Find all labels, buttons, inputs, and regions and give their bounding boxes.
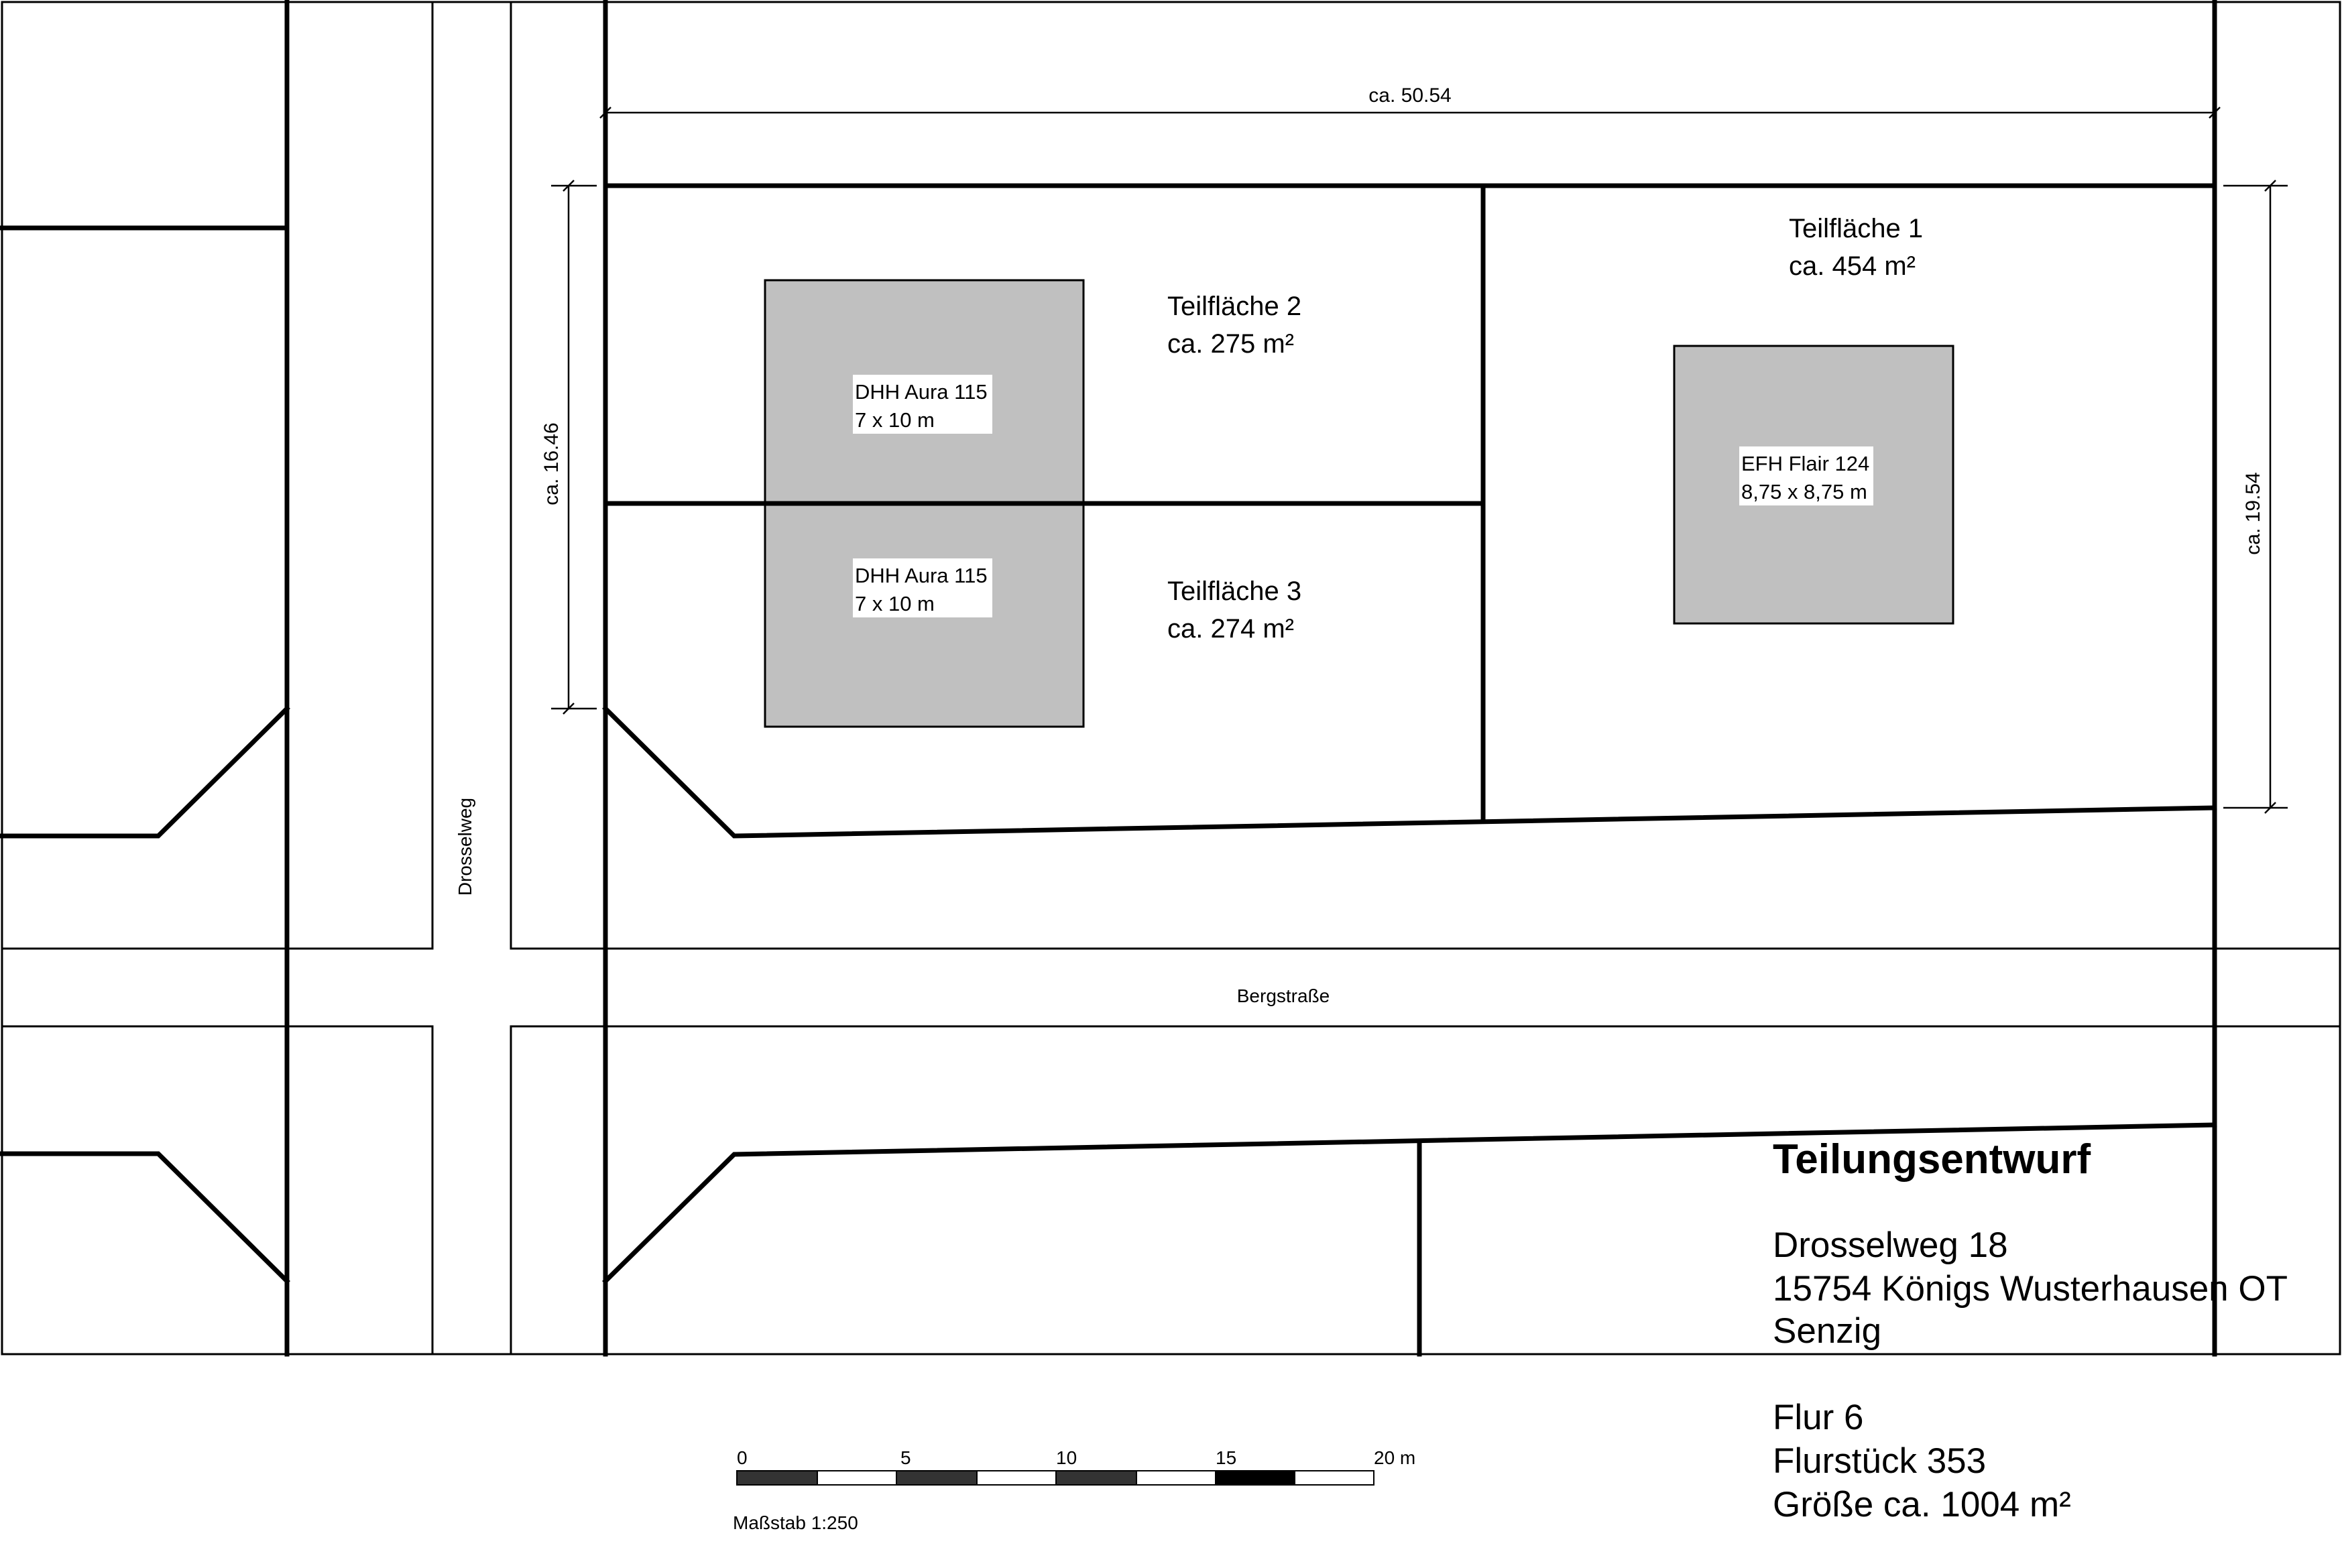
dimension-width-tick-left <box>599 107 611 119</box>
house-label-bg-3 <box>1739 446 1873 505</box>
boundary-lower-plot <box>602 1122 2217 1284</box>
title-groesse: Größe ca. 1004 m² <box>1773 1485 2071 1524</box>
parcel-labels: Teilfläche 1 ca. 454 m² Teilfläche 2 ca.… <box>1167 214 1923 644</box>
dimension-right-tick-top <box>2264 180 2276 192</box>
dimension-left-tick-top <box>563 180 575 192</box>
scale-segment <box>1055 1470 1137 1486</box>
scale-label: Maßstab 1:250 <box>733 1512 858 1533</box>
house-1-name: DHH Aura 115 <box>855 380 988 404</box>
teilflaeche-2-area: ca. 275 m² <box>1167 329 1294 359</box>
street-blocks <box>1 1 2341 1355</box>
boundary-left-bottom <box>0 1151 290 1284</box>
scale-segment <box>817 1470 897 1486</box>
street-bergstrasse: Bergstraße <box>1237 985 1330 1006</box>
houses: DHH Aura 115 7 x 10 m DHH Aura 115 7 x 1… <box>762 279 1954 728</box>
dimension-right-height-label: ca. 19.54 <box>2242 472 2264 554</box>
boundary-plot-bottom <box>602 705 2217 839</box>
scale-segment <box>976 1470 1057 1486</box>
house-3-size: 8,75 x 8,75 m <box>1741 480 1867 503</box>
scale-tick-5: 5 <box>900 1447 911 1468</box>
teilflaeche-1-area: ca. 454 m² <box>1789 251 1916 281</box>
house-3-name: EFH Flair 124 <box>1741 452 1869 475</box>
title-block: Teilungsentwurf Drosselweg 18 15754 Köni… <box>1773 1136 2288 1524</box>
block-bottom-right <box>510 1025 2341 1355</box>
street-drosselweg: Drosselweg <box>455 798 475 896</box>
house-1-size: 7 x 10 m <box>855 408 935 432</box>
scale-segment <box>1136 1470 1216 1486</box>
scale-segment <box>1294 1470 1374 1486</box>
title-flurstueck: Flurstück 353 <box>1773 1441 1986 1481</box>
block-top-right <box>510 1 2341 950</box>
scale-segment <box>1215 1470 1295 1486</box>
house-label-bg-1 <box>853 375 992 434</box>
scale-segment <box>736 1470 818 1486</box>
house-2-name: DHH Aura 115 <box>855 564 988 587</box>
dimension-left-height-label: ca. 16.46 <box>540 422 563 505</box>
title-address-line2: 15754 Königs Wusterhausen OT <box>1773 1269 2288 1309</box>
teilflaeche-3-area: ca. 274 m² <box>1167 614 1294 644</box>
parcel-boundaries <box>0 0 2217 1357</box>
scale-tick-20: 20 m <box>1374 1447 1415 1468</box>
title-address-line1: Drosselweg 18 <box>1773 1225 2008 1265</box>
title-heading: Teilungsentwurf <box>1773 1136 2091 1183</box>
dimension-lines: ca. 50.54 ca. 16.46 ca. 19.54 <box>540 84 2288 814</box>
house-label-bg-2 <box>853 558 992 617</box>
scale-tick-15: 15 <box>1216 1447 1236 1468</box>
title-flur: Flur 6 <box>1773 1398 1863 1437</box>
dimension-width-label: ca. 50.54 <box>1368 84 1451 107</box>
dimension-width-tick-right <box>2209 107 2221 119</box>
boundary-left-mid <box>0 705 290 839</box>
scale-bar: 0 5 10 15 20 m Maßstab 1:250 <box>733 1447 1415 1533</box>
scale-segment <box>896 1470 978 1486</box>
house-2-size: 7 x 10 m <box>855 592 935 615</box>
block-top-left <box>1 1 434 950</box>
teilflaeche-3-name: Teilfläche 3 <box>1167 577 1301 606</box>
dimension-left-tick-bottom <box>563 703 575 715</box>
scale-tick-10: 10 <box>1056 1447 1077 1468</box>
block-bottom-left <box>1 1025 434 1355</box>
dimension-right-tick-bottom <box>2264 802 2276 814</box>
title-address-line3: Senzig <box>1773 1311 1881 1351</box>
teilflaeche-1-name: Teilfläche 1 <box>1789 214 1923 243</box>
teilflaeche-2-name: Teilfläche 2 <box>1167 292 1301 321</box>
scale-tick-0: 0 <box>737 1447 748 1468</box>
